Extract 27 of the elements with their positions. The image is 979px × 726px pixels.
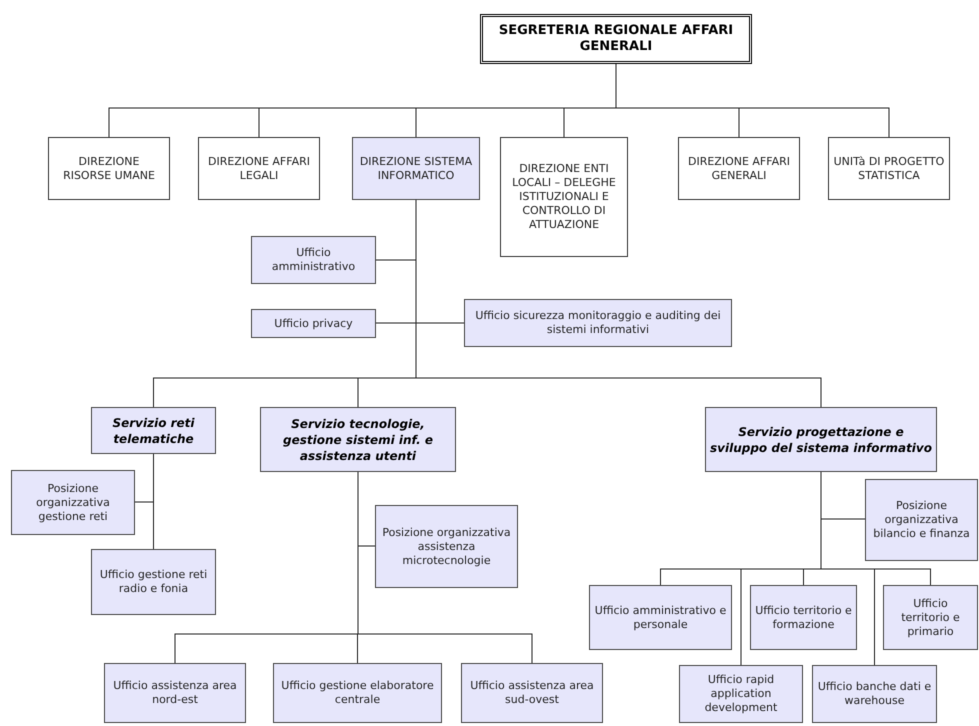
office-box: Posizione organizzativa gestione reti bbox=[11, 470, 135, 535]
office-box: Posizione organizzativa assistenza microtecnologie bbox=[375, 505, 518, 588]
office-box: Ufficio assistenza area sud-ovest bbox=[461, 663, 603, 723]
office-box: Ufficio gestione elaboratore centrale bbox=[273, 663, 442, 723]
department-box: DIREZIONE RISORSE UMANE bbox=[48, 137, 170, 200]
office-box: Ufficio rapid application development bbox=[679, 665, 803, 723]
connector-line bbox=[820, 472, 875, 666]
office-box: Ufficio sicurezza monitoraggio e auditing dei sistemi informativi bbox=[464, 299, 732, 347]
office-box: Ufficio banche dati e warehouse bbox=[812, 665, 937, 723]
title-box: SEGRETERIA REGIONALE AFFARI GENERALI bbox=[480, 14, 752, 64]
service-box: Servizio reti telematiche bbox=[91, 407, 216, 454]
service-box: Servizio progettazione e sviluppo del sistema informativo bbox=[705, 407, 937, 472]
office-box: Ufficio territorio e primario bbox=[883, 585, 978, 650]
office-box: Ufficio gestione reti radio e fonia bbox=[91, 549, 216, 615]
office-box: Posizione organizzativa bilancio e finanza bbox=[865, 479, 978, 561]
service-box: Servizio tecnologie, gestione sistemi inf. e assistenza utenti bbox=[260, 407, 456, 472]
office-box: Ufficio amministrativo e personale bbox=[589, 585, 732, 650]
office-box: Ufficio territorio e formazione bbox=[750, 585, 857, 650]
department-box: DIREZIONE AFFARI LEGALI bbox=[198, 137, 320, 200]
office-box: Ufficio assistenza area nord-est bbox=[104, 663, 246, 723]
department-box: DIREZIONE ENTI LOCALI – DELEGHE ISTITUZIONALI E CONTROLLO DI ATTUAZIONE bbox=[500, 137, 628, 257]
connector-line bbox=[153, 454, 154, 550]
office-box: Ufficio privacy bbox=[251, 309, 376, 338]
department-box: UNITà DI PROGETTO STATISTICA bbox=[828, 137, 950, 200]
office-box: DIREZIONE SISTEMA INFORMATICO bbox=[352, 137, 480, 200]
office-box: Ufficio amministrativo bbox=[251, 236, 376, 284]
department-box: DIREZIONE AFFARI GENERALI bbox=[678, 137, 800, 200]
